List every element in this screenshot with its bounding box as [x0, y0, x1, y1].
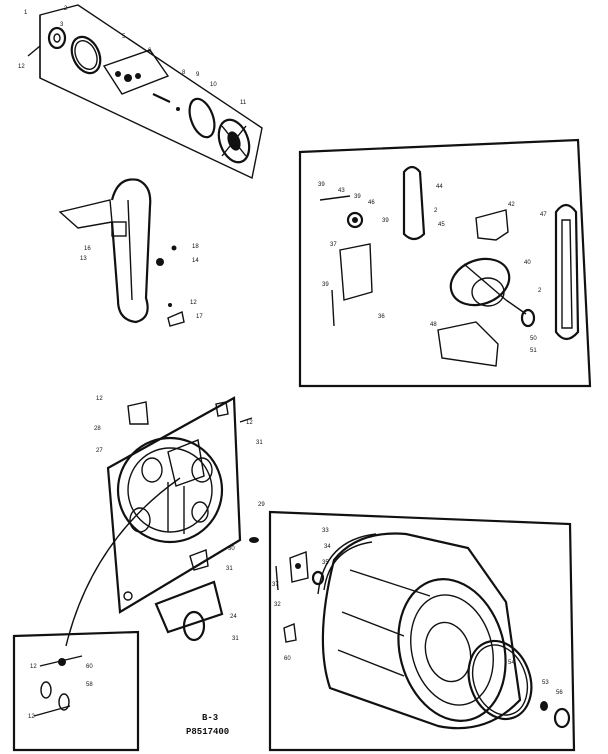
callout: 31	[226, 566, 233, 572]
callout: 54	[508, 660, 515, 666]
callout: 40	[524, 260, 531, 266]
bulkhead-panel	[65, 396, 259, 647]
callout: 46	[368, 200, 375, 206]
callout: 31	[256, 440, 263, 446]
callout: 39	[318, 182, 325, 188]
callout: 58	[86, 682, 93, 688]
callout: 5	[122, 34, 126, 40]
callout: 39	[354, 194, 361, 200]
callout: 28	[94, 426, 101, 432]
callout: 37	[330, 242, 337, 248]
callout: 27	[96, 448, 103, 454]
callout: 39	[322, 282, 329, 288]
callout: 9	[196, 72, 200, 78]
callout: 3	[60, 22, 64, 28]
motor-belt-inset	[298, 138, 592, 388]
callout: 12	[246, 420, 253, 426]
callout: 34	[324, 544, 331, 550]
callout: 13	[80, 256, 87, 262]
callout: 32	[274, 602, 281, 608]
callout: 10	[210, 82, 217, 88]
callout: 29	[258, 502, 265, 508]
callout-labels: 1 2 3 12 5 6 8 9 10 11 16 13 18 14 12 17…	[18, 6, 563, 720]
callout: 12	[28, 714, 35, 720]
callout: 2	[538, 288, 542, 294]
callout: 42	[508, 202, 515, 208]
callout: 31	[232, 636, 239, 642]
part-number: P8517400	[186, 727, 230, 737]
callout: 43	[338, 188, 345, 194]
callout: 12	[190, 300, 197, 306]
callout: 33	[322, 528, 329, 534]
drum-inset	[268, 510, 576, 752]
wiring-inset	[12, 630, 140, 752]
callout: 8	[182, 70, 186, 76]
callout: 12	[96, 396, 103, 402]
page-label: B-3	[202, 713, 219, 723]
callout: 1	[24, 10, 28, 16]
callout: 12	[18, 64, 25, 70]
callout: 50	[530, 336, 537, 342]
callout: 17	[196, 314, 203, 320]
callout: 47	[540, 212, 547, 218]
callout: 16	[84, 246, 91, 252]
callout: 2	[434, 208, 438, 214]
callout: 45	[438, 222, 445, 228]
callout: 51	[530, 348, 537, 354]
callout: 24	[230, 614, 237, 620]
callout: 2	[64, 6, 68, 12]
callout: 48	[430, 322, 437, 328]
callout: 53	[542, 680, 549, 686]
callout: 11	[240, 100, 247, 106]
callout: 12	[30, 664, 37, 670]
callout: 60	[284, 656, 291, 662]
blower-assembly	[27, 4, 263, 180]
callout: 6	[148, 48, 152, 54]
callout: 30	[228, 546, 235, 552]
callout: 35	[322, 560, 329, 566]
callout: 56	[556, 690, 563, 696]
callout: 14	[192, 258, 199, 264]
exhaust-duct-assembly	[58, 178, 185, 327]
callout: 44	[436, 184, 443, 190]
callout: 60	[86, 664, 93, 670]
callout: 37	[272, 582, 279, 588]
callout: 36	[378, 314, 385, 320]
callout: 18	[192, 244, 199, 250]
callout: 39	[382, 218, 389, 224]
